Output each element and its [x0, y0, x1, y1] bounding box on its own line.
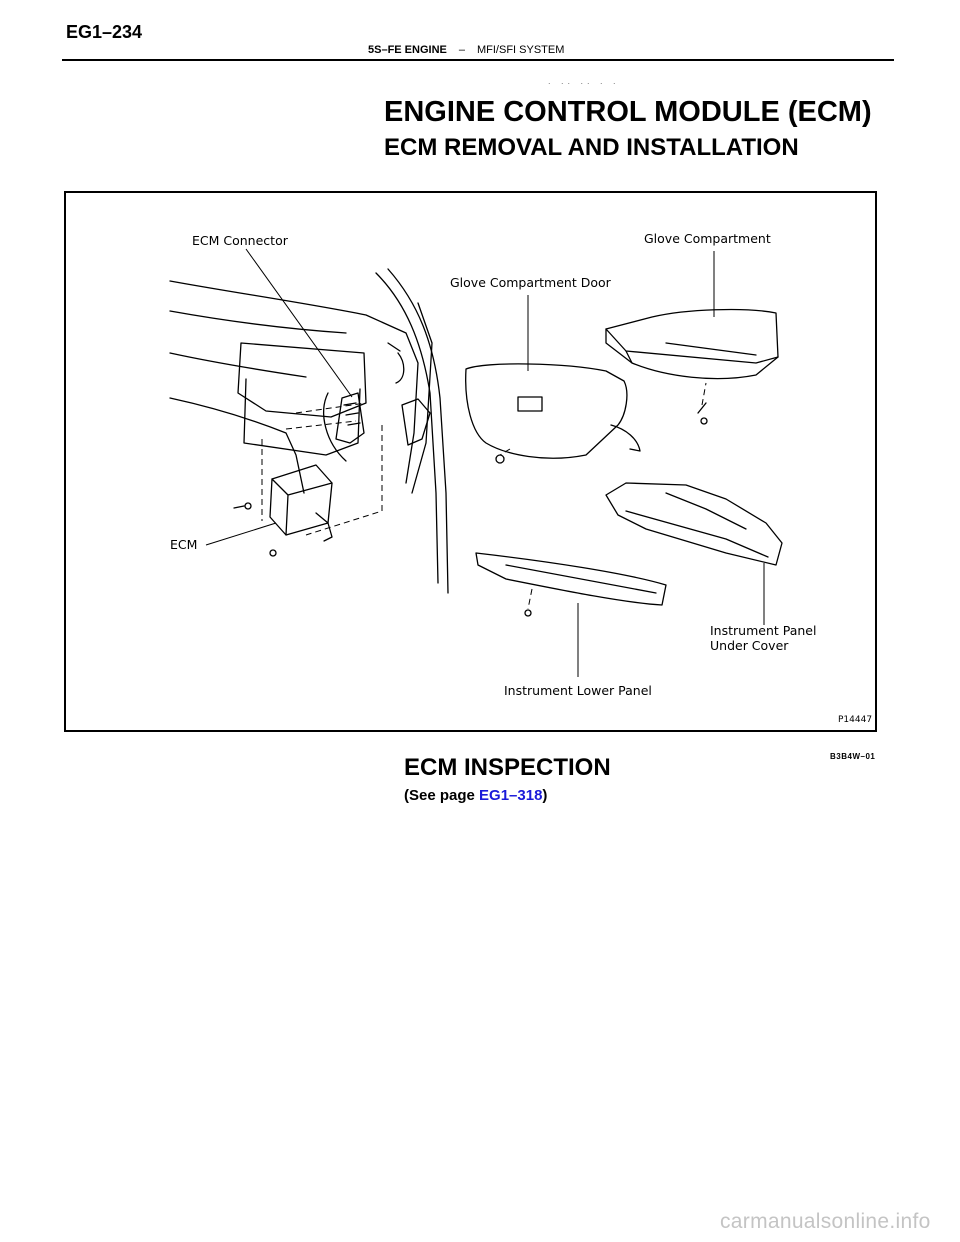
dashboard-outline — [169, 280, 419, 484]
label-instrument-panel-under-cover-2: Under Cover — [710, 638, 789, 653]
under-cover — [605, 482, 783, 566]
lower-panel — [475, 552, 667, 606]
glove-door-latch — [517, 396, 543, 412]
dashboard-lower — [169, 397, 305, 494]
figure-footer-code: B3B4W–01 — [830, 752, 876, 761]
door-edge — [411, 302, 433, 494]
label-glove-compartment: Glove Compartment — [644, 231, 771, 246]
page-subtitle: ECM REMOVAL AND INSTALLATION — [384, 134, 799, 161]
page-number: EG1–234 — [66, 22, 143, 42]
connector-body — [335, 392, 365, 444]
label-ecm-connector: ECM Connector — [192, 233, 288, 248]
ecm-bolt-left — [233, 505, 245, 509]
ecm-removal-figure: ECM Connector Glove Compartment Glove Co… — [64, 191, 877, 732]
scan-specks: . .. .. . . — [548, 76, 620, 86]
label-glove-compartment-door: Glove Compartment Door — [450, 275, 611, 290]
ecm-box — [269, 464, 333, 536]
page-reference: (See page EG1–318) — [404, 787, 547, 804]
label-ecm: ECM — [170, 537, 198, 552]
reference-suffix: ) — [542, 787, 548, 804]
reference-prefix: (See page — [404, 787, 480, 804]
header-engine: 5S–FE ENGINE — [368, 44, 447, 56]
glove-door — [465, 363, 628, 459]
watermark: carmanualsonline.info — [720, 1210, 931, 1233]
ecm-inspection-heading: ECM INSPECTION — [404, 754, 611, 781]
glove-compartment — [605, 308, 779, 380]
reference-link[interactable]: EG1–318 — [479, 787, 543, 804]
label-instrument-panel-under-cover-1: Instrument Panel — [710, 623, 817, 638]
a-pillar — [375, 272, 439, 584]
figure-id: P14447 — [838, 715, 873, 725]
ecm-removal-illustration — [169, 248, 783, 677]
header-separator: – — [458, 44, 465, 56]
leader-ecm-connector — [245, 248, 353, 398]
header-system: MFI/SFI SYSTEM — [476, 44, 565, 56]
label-instrument-lower-panel: Instrument Lower Panel — [504, 683, 652, 698]
leader-ecm — [205, 522, 277, 546]
dashboard-panel — [237, 342, 367, 418]
glovebox-opening — [243, 378, 361, 456]
header-section: 5S–FE ENGINE–MFI/SFI SYSTEM — [368, 44, 564, 56]
header-rule — [62, 59, 894, 61]
page-title: ENGINE CONTROL MODULE (ECM) — [384, 96, 872, 128]
